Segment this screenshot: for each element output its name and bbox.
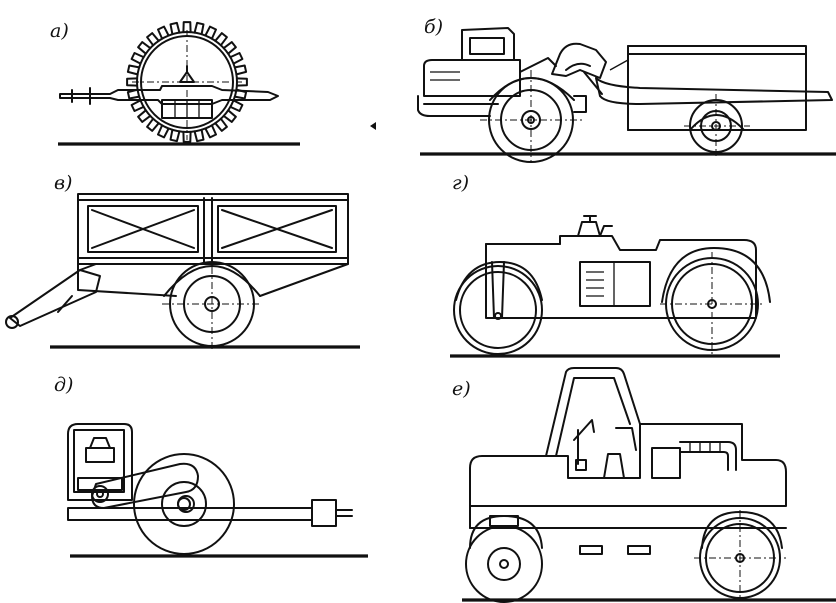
- gear-tooth: [233, 64, 248, 76]
- gear-tooth: [182, 130, 192, 143]
- label-e: е): [452, 378, 471, 400]
- label-d: д): [54, 374, 74, 396]
- gear-tooth: [146, 32, 160, 47]
- gear-tooth: [146, 117, 160, 132]
- label-a: а): [50, 20, 69, 42]
- gear-tooth: [169, 128, 181, 143]
- machine-e-drawing: [462, 367, 836, 603]
- gear-tooth: [222, 109, 237, 123]
- machine-g-drawing: [450, 215, 780, 358]
- machine-a-drawing: [58, 21, 300, 146]
- label-v: в): [54, 172, 73, 194]
- gear-tooth: [157, 25, 170, 40]
- gear-tooth: [130, 99, 145, 112]
- machine-b-drawing: [417, 27, 836, 163]
- gear-tooth: [214, 32, 228, 47]
- gear-tooth: [169, 21, 181, 36]
- gear-tooth: [137, 109, 152, 123]
- machine-v-drawing: [5, 193, 360, 350]
- gear-tooth: [204, 124, 217, 139]
- label-g: г): [452, 172, 470, 194]
- gear-tooth: [126, 77, 139, 87]
- machine-d-drawing: [67, 423, 368, 558]
- gear-tooth: [229, 52, 244, 65]
- gear-tooth: [157, 124, 170, 139]
- label-b: б): [424, 16, 444, 38]
- gear-tooth: [214, 117, 228, 132]
- gear-tooth: [204, 25, 217, 40]
- gear-tooth: [126, 64, 141, 76]
- gear-tooth: [229, 99, 244, 112]
- gear-tooth: [193, 21, 205, 36]
- gear-tooth: [137, 41, 152, 55]
- gear-tooth: [235, 77, 248, 87]
- gear-tooth: [222, 41, 237, 55]
- gear-tooth: [182, 21, 192, 34]
- gear-tooth: [130, 52, 145, 65]
- gear-tooth: [193, 128, 205, 143]
